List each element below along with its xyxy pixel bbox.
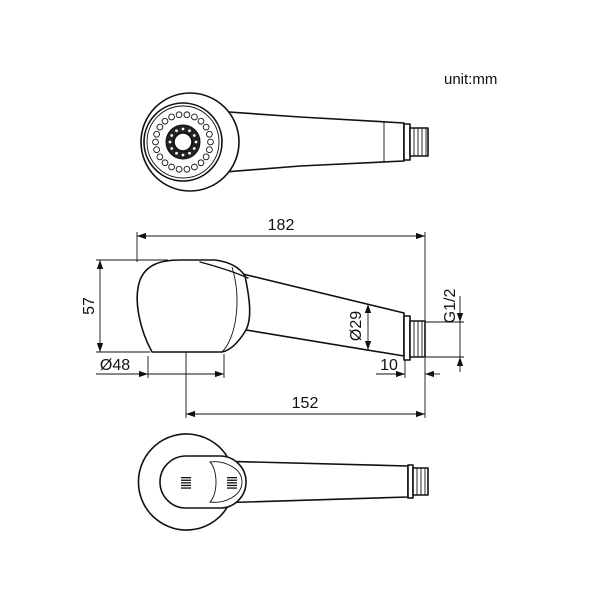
nozzle-hole [192, 134, 196, 137]
unit-label: unit:mm [444, 71, 497, 88]
nozzle-hole [181, 153, 185, 157]
spray-hole [207, 138, 214, 146]
spray-hole [153, 130, 160, 138]
dimension-connector-length: 10 [376, 357, 440, 378]
grip-line [181, 484, 191, 487]
grip-line [227, 487, 237, 489]
grip-line [227, 479, 237, 481]
spray-hole [191, 163, 198, 171]
dimension-overall-length: 182 [136, 217, 426, 322]
dimension-body-diameter: Ø29 [348, 304, 372, 350]
bottom-view-threads [416, 468, 426, 495]
spray-hole [202, 153, 210, 161]
spray-hole [175, 165, 183, 173]
grip-line [181, 477, 191, 479]
spray-hole [202, 123, 210, 131]
nozzle-hole [168, 140, 172, 144]
spray-hole [175, 111, 183, 119]
spray-hole [153, 146, 160, 154]
nozzle-hole [175, 151, 178, 155]
dimension-label-182: 182 [268, 217, 295, 234]
side-view-flange [403, 315, 411, 361]
spray-hole [197, 117, 205, 125]
spray-hole [168, 163, 175, 171]
dimension-spray-to-end: 152 [185, 352, 426, 418]
spray-hole [161, 117, 169, 125]
top-view-face-rim [146, 105, 220, 179]
nozzle-hole [181, 127, 185, 131]
bottom-view-connector [412, 467, 429, 496]
nozzle-hole [170, 134, 174, 137]
side-view-head [136, 259, 251, 353]
bottom-view-grip-marks [181, 477, 237, 489]
side-view-connector [409, 320, 426, 358]
side-view-trigger-line [199, 261, 249, 279]
dimension-label-57: 57 [81, 297, 98, 315]
top-view-threads [413, 128, 427, 156]
nozzle-hole [192, 147, 196, 150]
center-nozzle-holes [168, 127, 198, 157]
grip-line [181, 487, 191, 489]
side-view-threads [413, 321, 423, 357]
spray-hole [156, 153, 164, 161]
center-nozzle [173, 132, 193, 152]
dimension-label-10: 10 [380, 357, 398, 374]
top-view [140, 92, 429, 192]
bottom-view-button-inner [209, 461, 243, 503]
spray-hole [183, 111, 191, 119]
dimension-label-d29: Ø29 [348, 311, 365, 341]
bottom-view [137, 433, 429, 531]
top-view-connector [409, 127, 429, 157]
spray-hole-ring [152, 111, 214, 173]
dimension-label-d48: Ø48 [100, 357, 130, 374]
spray-hole [156, 123, 164, 131]
spray-hole [197, 159, 205, 167]
dimension-head-diameter: Ø48 [96, 354, 225, 378]
spray-hole [161, 159, 169, 167]
grip-line [227, 484, 237, 487]
dimension-thread: G1/2 [425, 289, 464, 372]
side-view-head-edge [221, 266, 238, 353]
top-view-flange [403, 123, 411, 161]
nozzle-hole [175, 129, 178, 133]
dimension-label-g12: G1/2 [442, 289, 459, 324]
grip-line [227, 477, 237, 479]
bottom-view-button [159, 455, 247, 509]
nozzle-hole [188, 151, 191, 155]
spray-hole [191, 113, 198, 121]
grip-line [227, 482, 237, 484]
grip-line [181, 479, 191, 481]
spray-hole [206, 146, 213, 154]
nozzle-hole [194, 140, 198, 144]
spray-hole [206, 130, 213, 138]
spray-hole [168, 113, 175, 121]
nozzle-hole [170, 147, 174, 150]
dimension-label-152: 152 [292, 395, 319, 412]
side-view [136, 259, 426, 361]
nozzle-hole [188, 129, 191, 133]
dimension-head-height: 57 [81, 259, 168, 353]
grip-line [181, 482, 191, 484]
side-view-body [242, 273, 405, 357]
spray-hole [152, 138, 159, 146]
spray-hole [183, 165, 191, 173]
